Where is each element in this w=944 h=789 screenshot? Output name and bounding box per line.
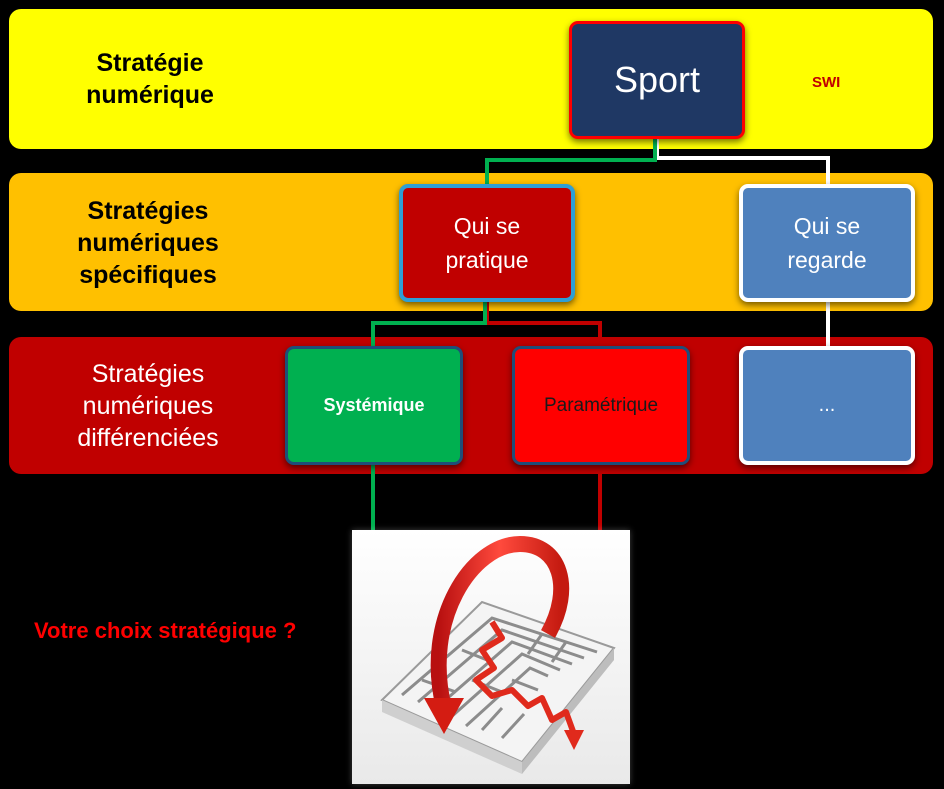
level1-label: Stratégie numérique bbox=[86, 49, 214, 109]
node-pratique[interactable]: Qui se pratique bbox=[399, 184, 575, 302]
node-systemique-label: Systémique bbox=[323, 395, 425, 415]
connector-sport-pratique bbox=[485, 138, 657, 186]
node-sport-label: Sport bbox=[613, 59, 701, 100]
level1-band bbox=[9, 9, 933, 149]
level2-label: Stratégies numériques spécifiques bbox=[77, 197, 219, 289]
swi-label: SWI bbox=[812, 74, 841, 91]
node-ellipsis[interactable]: ... bbox=[739, 346, 915, 465]
node-pratique-label: Qui se pratique bbox=[445, 213, 529, 273]
connector-pratique-parametrique bbox=[485, 300, 602, 348]
maze-with-red-arrows-icon bbox=[352, 530, 630, 784]
node-systemique[interactable]: Systémique bbox=[285, 346, 463, 465]
node-sport[interactable]: Sport bbox=[569, 21, 745, 139]
node-regarde-label: Qui se regarde bbox=[787, 213, 867, 273]
maze-image bbox=[352, 530, 630, 784]
node-ellipsis-label: ... bbox=[818, 394, 836, 416]
strategic-choice-question: Votre choix stratégique ? bbox=[34, 618, 297, 643]
node-parametrique[interactable]: Paramétrique bbox=[512, 346, 690, 465]
node-regarde[interactable]: Qui se regarde bbox=[739, 184, 915, 302]
connector-pratique-systemique bbox=[371, 300, 487, 348]
node-parametrique-label: Paramétrique bbox=[543, 394, 659, 416]
level3-label: Stratégies numériques différenciées bbox=[77, 360, 219, 452]
connector-sport-regarde bbox=[655, 138, 830, 186]
